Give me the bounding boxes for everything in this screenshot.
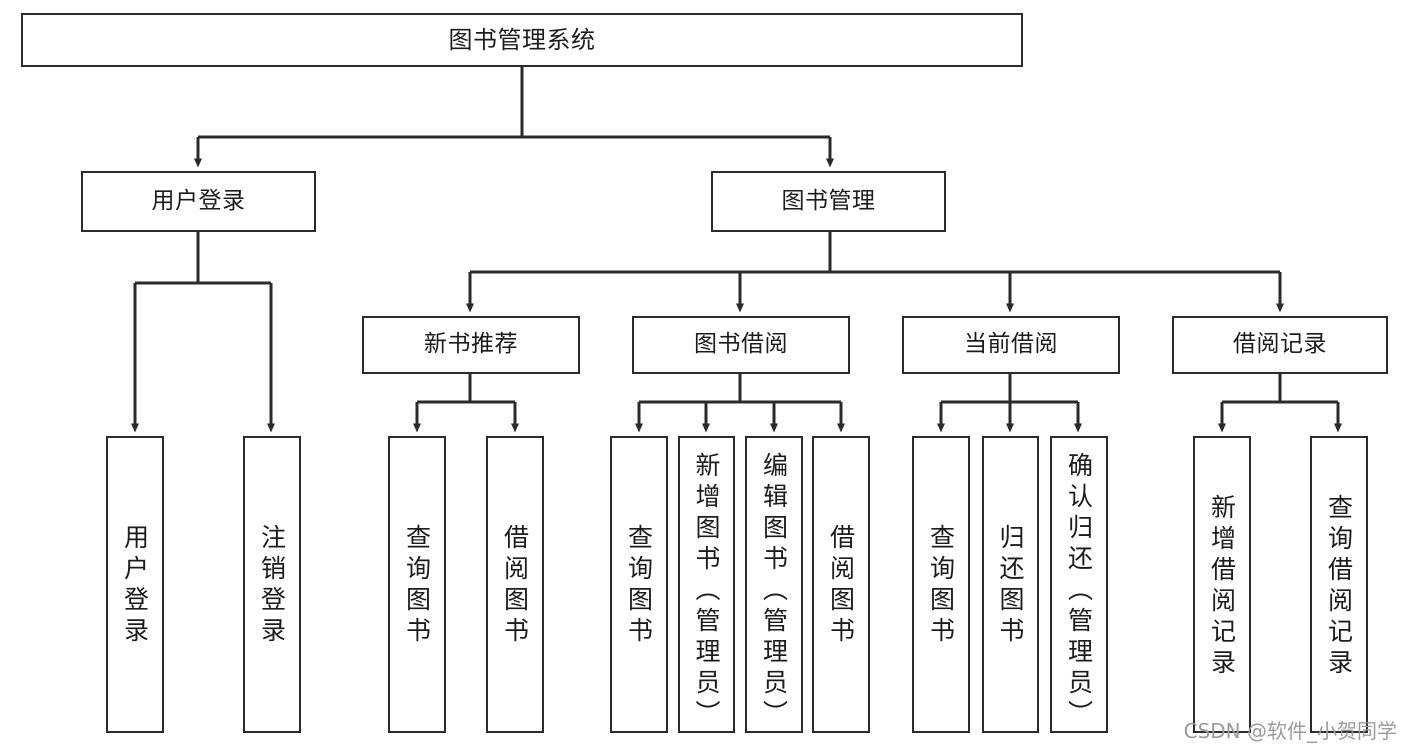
leaf-query-book-borrow[interactable]: 查询图书 — [610, 436, 668, 733]
node-label: 借阅图书 — [826, 524, 856, 648]
node-label: 当前借阅 — [964, 331, 1058, 358]
leaf-borrow-book-new[interactable]: 借阅图书 — [486, 436, 544, 733]
node-new-book-recommend[interactable]: 新书推荐 — [362, 316, 580, 374]
node-label: 归还图书 — [996, 524, 1025, 648]
node-label: 编辑图书（管理员） — [759, 452, 789, 731]
node-label: 借阅图书 — [500, 524, 530, 648]
leaf-borrow-book[interactable]: 借阅图书 — [812, 436, 870, 733]
node-borrow-record[interactable]: 借阅记录 — [1172, 316, 1388, 374]
node-label: 用户登录 — [120, 524, 150, 648]
leaf-confirm-return-admin[interactable]: 确认归还（管理员） — [1050, 436, 1108, 733]
leaf-query-book-new[interactable]: 查询图书 — [388, 436, 446, 733]
node-label: 新增图书（管理员） — [692, 452, 721, 731]
csdn-watermark: CSDN @软件_小贺同学 — [1183, 719, 1397, 743]
leaf-user-login[interactable]: 用户登录 — [106, 436, 164, 733]
node-book-borrow[interactable]: 图书借阅 — [632, 316, 850, 374]
node-label: 查询借阅记录 — [1324, 494, 1354, 680]
node-root-book-management-system[interactable]: 图书管理系统 — [21, 13, 1023, 67]
node-label: 借阅记录 — [1233, 331, 1327, 358]
node-label: 查询图书 — [624, 524, 654, 648]
leaf-query-borrow-record[interactable]: 查询借阅记录 — [1310, 436, 1368, 733]
node-book-management[interactable]: 图书管理 — [711, 171, 946, 232]
leaf-add-borrow-record[interactable]: 新增借阅记录 — [1193, 436, 1251, 733]
node-label: 用户登录 — [151, 187, 246, 214]
node-label: 图书借阅 — [694, 331, 788, 358]
node-current-borrow[interactable]: 当前借阅 — [902, 316, 1120, 374]
node-label: 图书管理 — [781, 187, 876, 214]
node-label: 注销登录 — [257, 524, 287, 648]
leaf-add-book-admin[interactable]: 新增图书（管理员） — [678, 436, 735, 733]
node-label: 确认归还（管理员） — [1064, 452, 1094, 731]
node-user-login[interactable]: 用户登录 — [81, 171, 316, 232]
node-label: 新书推荐 — [424, 331, 518, 358]
node-label: 图书管理系统 — [448, 25, 596, 54]
leaf-logout[interactable]: 注销登录 — [243, 436, 301, 733]
leaf-query-book-current[interactable]: 查询图书 — [912, 436, 970, 733]
leaf-edit-book-admin[interactable]: 编辑图书（管理员） — [745, 436, 803, 733]
node-label: 查询图书 — [926, 524, 956, 648]
node-label: 新增借阅记录 — [1207, 494, 1237, 680]
node-label: 查询图书 — [402, 524, 432, 648]
leaf-return-book[interactable]: 归还图书 — [982, 436, 1039, 733]
